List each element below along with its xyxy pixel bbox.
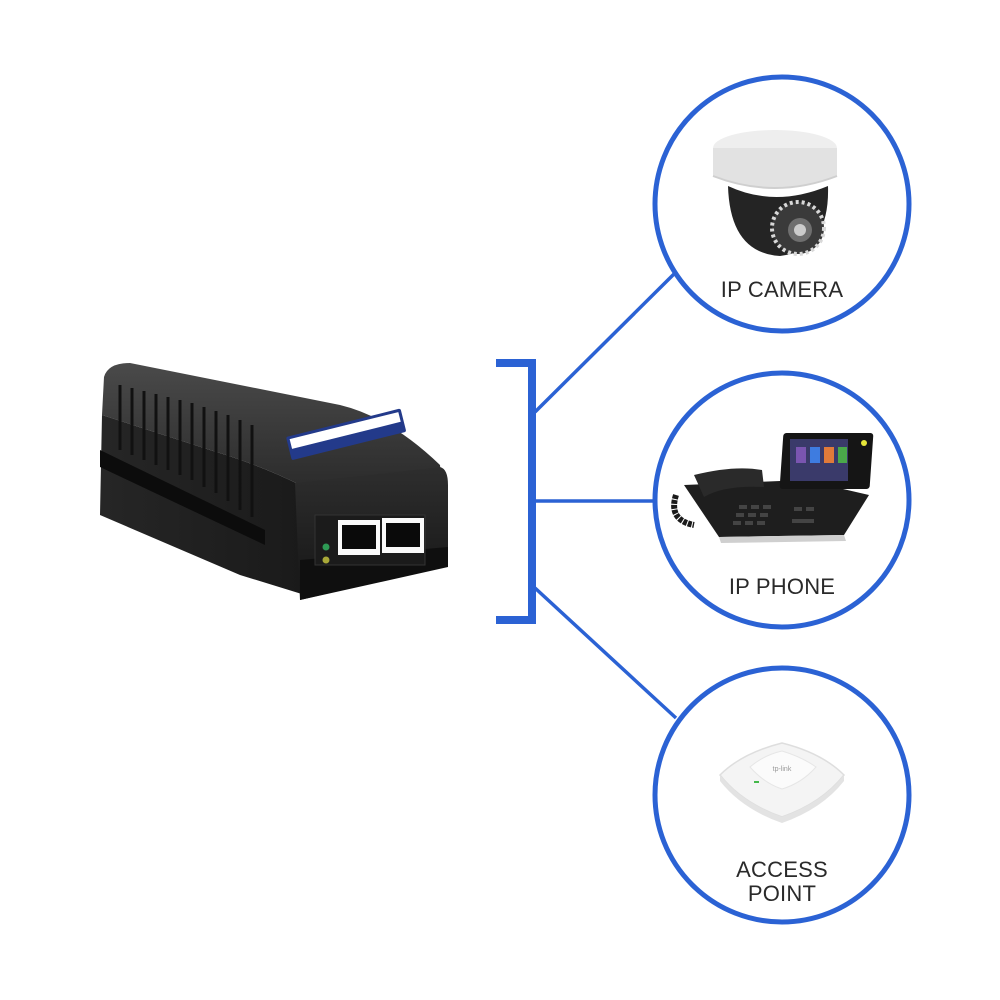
label-access-point: ACCESS POINT	[682, 858, 882, 906]
label-access-point-line2: POINT	[747, 881, 817, 906]
access-point-icon: tp-link	[718, 742, 846, 823]
label-ip-camera: IP CAMERA	[720, 277, 844, 302]
poe-led	[322, 556, 330, 564]
label-ip-phone: IP PHONE	[728, 574, 836, 599]
bracket	[496, 359, 536, 624]
power-led	[322, 543, 330, 551]
poe-injector-image	[100, 363, 448, 600]
ip-phone-icon	[671, 433, 874, 543]
ip-camera-icon	[712, 130, 838, 256]
svg-text:tp-link: tp-link	[773, 766, 792, 773]
label-access-point-line1: ACCESS	[736, 857, 828, 882]
connector-line-camera	[533, 272, 676, 414]
product-label	[286, 408, 406, 460]
connector-line-access-point	[533, 586, 678, 720]
